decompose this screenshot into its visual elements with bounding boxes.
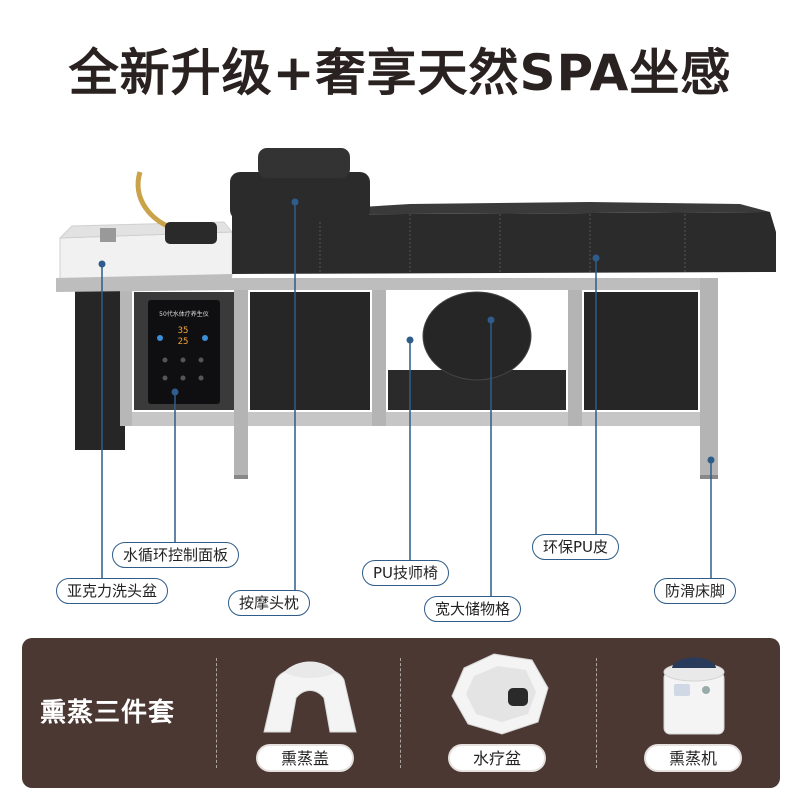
divider (400, 658, 401, 768)
callout-dot (291, 198, 299, 206)
basin-frame (56, 274, 232, 292)
callout-antislip-feet: 防滑床脚 (654, 578, 737, 604)
temp-bottom: 25 (178, 337, 189, 347)
frame-leg-left (120, 278, 132, 426)
panel-button-icon (202, 335, 208, 341)
frame-post-right (568, 290, 582, 426)
callout-pu-chair: PU技师椅 (362, 560, 450, 586)
headline: 全新升级+奢享天然SPA坐感 (68, 44, 732, 102)
steam-machine-icon (663, 657, 725, 735)
control-title: 50代水体疗养生仪 (159, 310, 209, 318)
temp-top: 35 (178, 326, 189, 336)
steam-cover-icon (263, 661, 357, 733)
callout-dot (171, 388, 179, 396)
divider (216, 658, 217, 768)
bundle-item-label: 熏蒸机 (644, 744, 742, 772)
callout-dot (406, 336, 414, 344)
callout-acrylic-basin: 亚克力洗头盆 (56, 578, 169, 604)
frame-post-mid (372, 290, 386, 426)
callout-dot (707, 456, 715, 464)
callout-dot (487, 316, 495, 324)
callout-massage-pillow: 按摩头枕 (228, 590, 311, 616)
basin-cabinet-curtain (75, 290, 125, 450)
side-panel-2 (584, 292, 698, 410)
neck-rest (165, 222, 217, 244)
cushion-roll (423, 292, 531, 380)
bundle-item-label: 水疗盆 (448, 744, 546, 772)
callout-dot (98, 260, 106, 268)
callout-dot (592, 254, 600, 262)
bundle-item-label: 熏蒸盖 (256, 744, 354, 772)
massage-pillow-top (258, 148, 350, 178)
hydro-basin-icon (451, 653, 549, 735)
side-panel-1 (250, 292, 370, 410)
mattress (232, 212, 776, 274)
callout-water-panel: 水循环控制面板 (112, 542, 240, 568)
divider (596, 658, 597, 768)
callout-pu-leather: 环保PU皮 (532, 534, 620, 560)
panel-button-icon (157, 335, 163, 341)
neck-rest-handle (135, 171, 179, 233)
bundle-title: 熏蒸三件套 (40, 698, 176, 728)
shampoo-bed-illustration: 50代水体疗养生仪 35 25 (56, 148, 776, 604)
massage-pillow (230, 172, 370, 220)
frame-leg-inner-left (234, 290, 248, 475)
bundle-panel: 熏蒸三件套 熏蒸盖 水疗盆 熏蒸机 (22, 638, 780, 788)
callout-storage: 宽大储物格 (424, 596, 522, 622)
frame-top-rail (120, 278, 718, 290)
frame-leg-right (700, 278, 718, 476)
frame-bottom-rail (120, 412, 718, 426)
